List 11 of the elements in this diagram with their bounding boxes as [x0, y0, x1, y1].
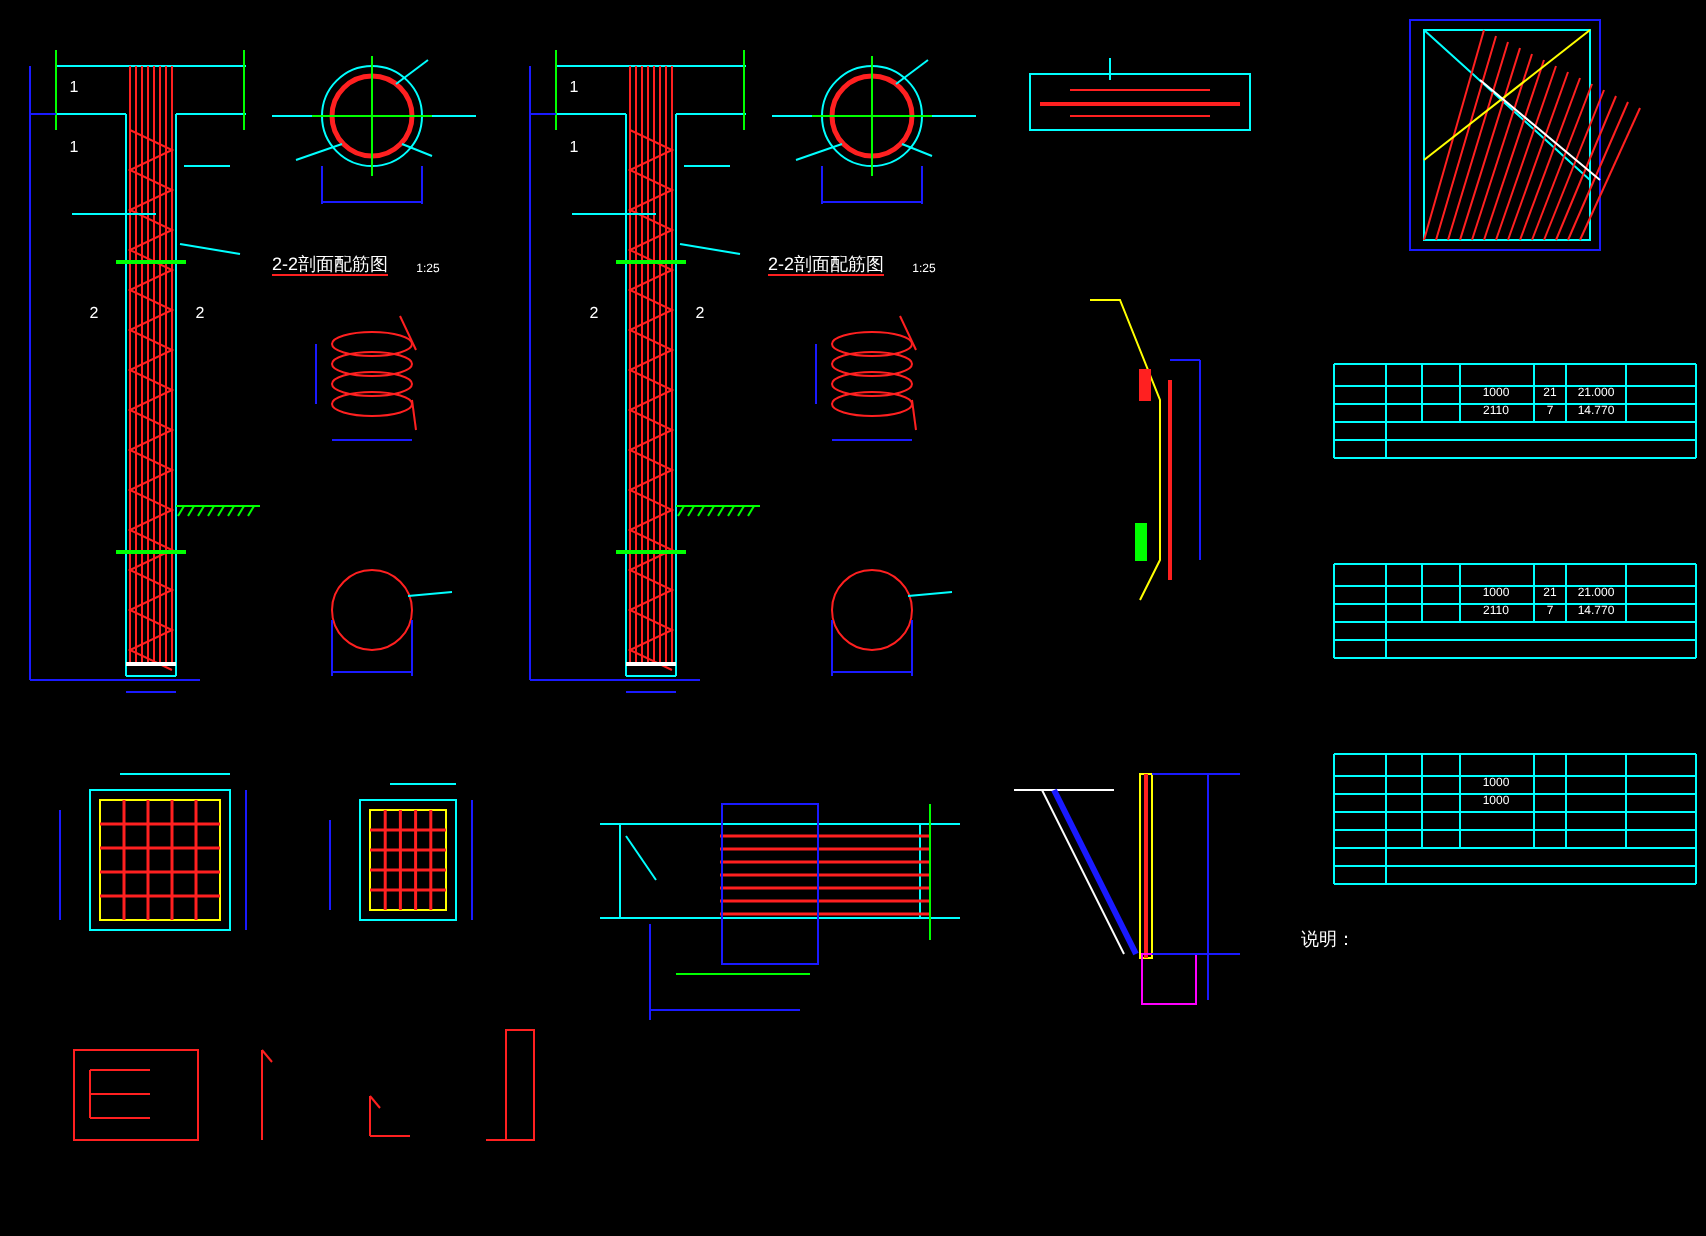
section-mark: 2 — [195, 306, 205, 322]
section-mark: 1 — [569, 140, 579, 156]
section-mark: 2 — [589, 306, 599, 322]
notes-heading: 说明： — [1301, 931, 1355, 949]
drawing-title: 2-2剖面配筋图 — [272, 256, 388, 276]
drawing-title: 2-2剖面配筋图 — [768, 256, 884, 276]
section-mark: 1 — [569, 80, 579, 96]
section-mark: 2 — [695, 306, 705, 322]
section-mark: 1 — [69, 80, 79, 96]
section-mark: 2 — [89, 306, 99, 322]
section-mark: 1 — [69, 140, 79, 156]
